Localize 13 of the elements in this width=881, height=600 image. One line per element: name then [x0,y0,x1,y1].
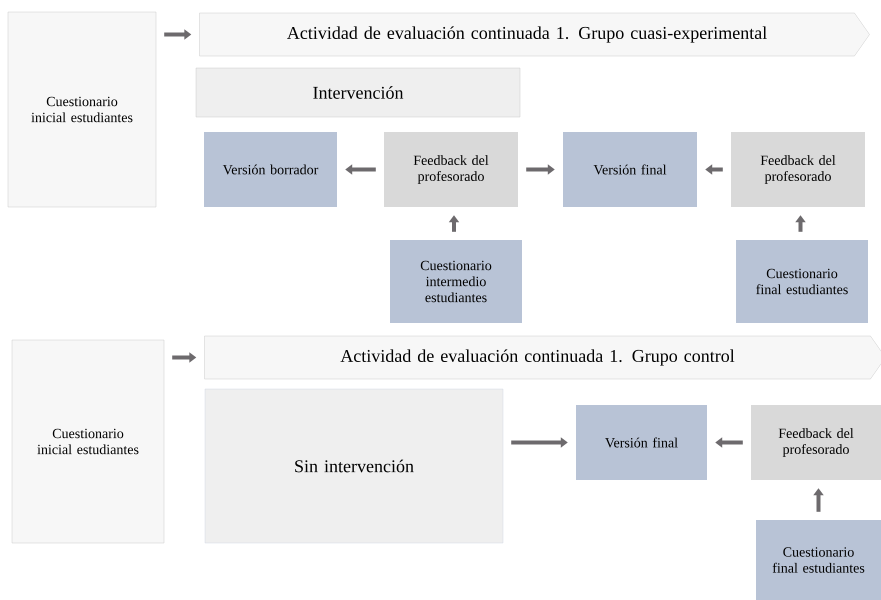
process-box: Cuestionario final estudiantes [736,240,868,323]
process-box: Cuestionario inicial estudiantes [8,12,156,208]
process-box: Sin intervención [204,388,504,544]
process-box: Feedback del profesorado [384,132,518,207]
process-box: Cuestionario intermedio estudiantes [390,240,522,323]
process-box: Feedback del profesorado [751,405,881,480]
process-box: Versión final [576,405,707,480]
process-box: Intervención [196,68,520,118]
process-box: Cuestionario final estudiantes [756,520,881,600]
process-box: Cuestionario inicial estudiantes [12,340,164,544]
process-box: Versión final [563,132,697,207]
process-box: Feedback del profesorado [731,132,865,207]
process-box: Versión borrador [204,132,337,207]
